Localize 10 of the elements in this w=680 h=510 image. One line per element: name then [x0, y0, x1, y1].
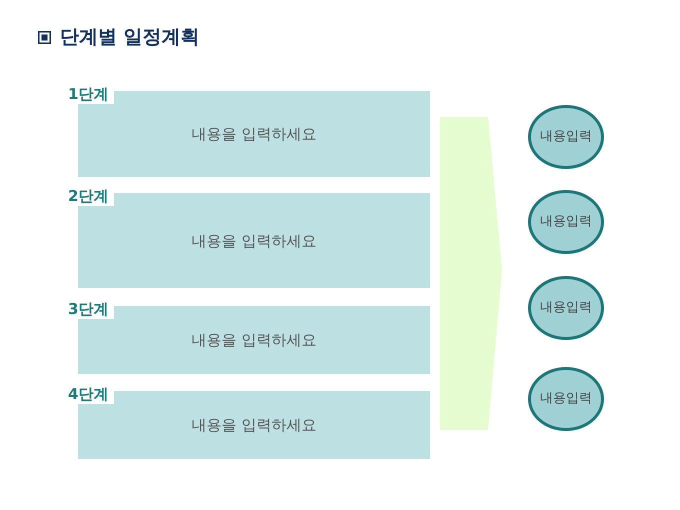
node-label: 내용입력 [539, 129, 593, 145]
stage-text: 내용을 입력하세요 [190, 415, 318, 435]
stage-text: 내용을 입력하세요 [190, 124, 318, 144]
stage-text: 내용을 입력하세요 [190, 330, 318, 350]
stage-text: 내용을 입력하세요 [190, 230, 318, 250]
title-text: 단계별 일정계획 [60, 25, 200, 49]
node-label: 내용입력 [539, 214, 593, 230]
node-label: 내용입력 [539, 391, 593, 407]
chevron-arrow [440, 117, 502, 430]
node-label: 내용입력 [539, 300, 593, 316]
